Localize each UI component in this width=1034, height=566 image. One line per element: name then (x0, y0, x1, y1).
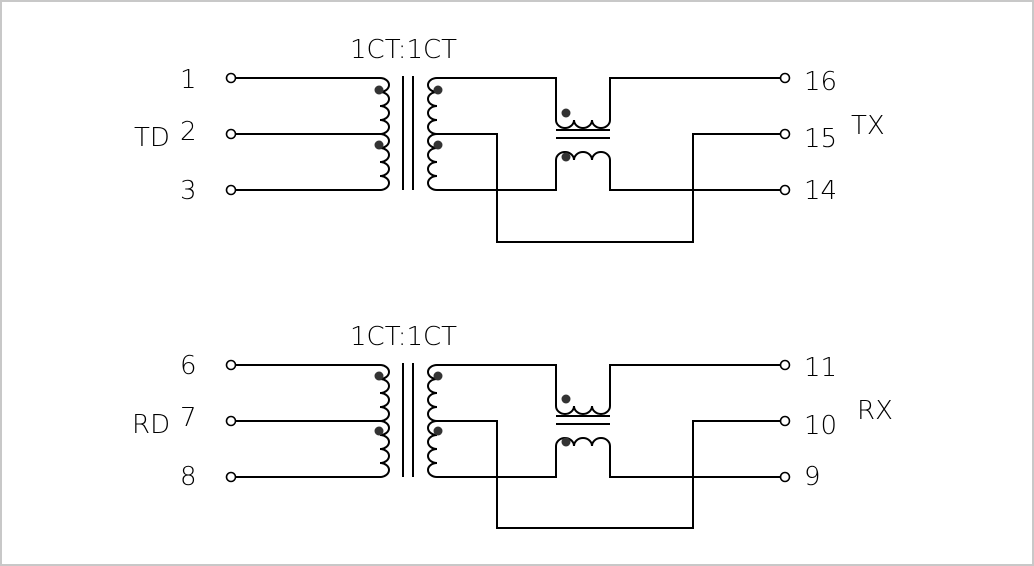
pin-8-terminal (225, 471, 237, 483)
pin-7-label: 7 (180, 403, 197, 433)
rx-channel: 1CT:1CT 6 7 8 RD 11 10 9 RX (132, 322, 893, 529)
tx-channel: 1CT:1CT 1 2 3 TD 16 15 14 TX (134, 35, 885, 243)
pin-6-label: 6 (180, 351, 197, 381)
pin-14-terminal (779, 184, 791, 196)
wire-pin-11 (609, 364, 780, 406)
tx-wire-sec-top (437, 77, 557, 120)
pin-1-terminal (225, 72, 237, 84)
wire-pin-14 (609, 160, 780, 191)
pin-15-label: 15 (804, 124, 837, 154)
pin-6-terminal (225, 359, 237, 371)
tx-secondary-winding (427, 77, 438, 191)
tx-choke-lower-dot (561, 152, 571, 162)
td-group-label: TD (134, 123, 170, 153)
rx-wire-sec-top (437, 364, 557, 406)
pin-7-terminal (225, 415, 237, 427)
rd-group-label: RD (132, 410, 170, 440)
pin-11-label: 11 (804, 353, 837, 383)
tx-wire-sec-bottom (437, 160, 557, 191)
pin-8-label: 8 (180, 462, 197, 492)
tx-primary-polarity-dot-mid (374, 140, 384, 150)
wire-pin-9 (609, 446, 780, 478)
rx-wire-sec-bottom (437, 446, 557, 478)
rx-secondary-winding (427, 364, 438, 478)
rx-group-label: RX (857, 396, 893, 426)
rx-choke-upper-coil (555, 405, 611, 415)
pin-11-terminal (779, 359, 791, 371)
tx-primary-winding (379, 77, 390, 191)
rx-secondary-polarity-dot-top (433, 371, 443, 381)
pin-16-label: 16 (804, 67, 837, 97)
pin-15-terminal (779, 128, 791, 140)
tx-secondary-polarity-dot-top (433, 85, 443, 95)
pin-10-terminal (779, 415, 791, 427)
pin-16-terminal (779, 72, 791, 84)
rx-choke-upper-dot (561, 394, 571, 404)
rx-choke-lower-dot (561, 437, 571, 447)
tx-secondary-polarity-dot-mid (433, 140, 443, 150)
pin-2-terminal (225, 128, 237, 140)
pin-10-label: 10 (804, 411, 837, 441)
pin-9-terminal (779, 471, 791, 483)
pin-1-label: 1 (180, 65, 197, 95)
tx-group-label: TX (851, 111, 885, 141)
rx-primary-polarity-dot-mid (374, 426, 384, 436)
tx-primary-polarity-dot-top (374, 85, 384, 95)
pin-3-terminal (225, 184, 237, 196)
rx-secondary-polarity-dot-mid (433, 426, 443, 436)
pin-3-label: 3 (180, 176, 197, 206)
tx-wire-center-tap (437, 133, 780, 243)
wire-pin-16 (609, 77, 780, 120)
pin-2-label: 2 (180, 117, 197, 147)
pin-14-label: 14 (804, 176, 837, 206)
tx-ratio-label: 1CT:1CT (350, 35, 457, 65)
tx-choke-upper-coil (555, 119, 611, 129)
pin-9-label: 9 (804, 462, 821, 492)
tx-choke-lower-coil (555, 151, 611, 161)
rx-primary-polarity-dot-top (374, 371, 384, 381)
rx-ratio-label: 1CT:1CT (350, 322, 457, 352)
rx-primary-winding (379, 364, 390, 478)
tx-choke-upper-dot (561, 108, 571, 118)
rx-wire-center-tap (437, 420, 780, 529)
